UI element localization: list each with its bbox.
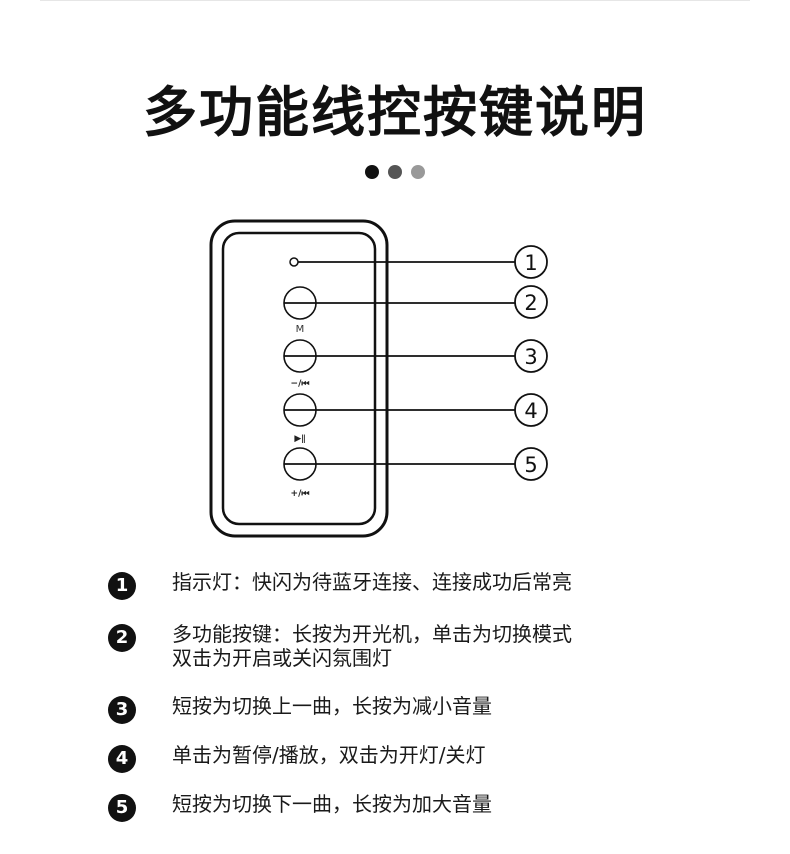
callout-1-number: 1 [524,251,537,275]
callout-3 [514,339,548,373]
list-item: 3 短按为切换上一曲，长按为减小音量 [108,694,708,743]
list-item: 4 单击为暂停/播放，双击为开灯/关灯 [108,743,708,792]
play-pause-icon: ▶ǁ [294,434,305,444]
next-volume-up-icon: +/⏮ [291,489,310,499]
pagination-dots [0,165,790,179]
mode-label: M [296,324,305,335]
dot-1 [365,165,379,179]
remote-diagram: 1 2 M 3 −/⏮ 4 ▶ǁ 5 +/⏮ [209,219,548,538]
description-line: 指示灯：快闪为待蓝牙连接、连接成功后常亮 [172,570,572,594]
dot-2 [388,165,402,179]
remote-inner-panel [221,231,377,526]
item-description: 短按为切换上一曲，长按为减小音量 [172,694,492,718]
list-item: 2 多功能按键：长按为开光机，单击为切换模式 双击为开启或关闪氛围灯 [108,622,708,694]
callout-2 [514,285,548,319]
callout-5 [514,447,548,481]
remote-outer-shell [209,219,389,538]
callout-4 [514,393,548,427]
description-line: 双击为开启或关闪氛围灯 [172,646,392,670]
top-divider [40,0,750,1]
badge-2: 2 [108,624,136,652]
callout-5-number: 5 [524,453,537,477]
callout-1 [514,245,548,279]
prev-volume-down-icon: −/⏮ [291,379,310,389]
badge-1: 1 [108,572,136,600]
item-description: 指示灯：快闪为待蓝牙连接、连接成功后常亮 [172,570,572,594]
badge-4: 4 [108,745,136,773]
callout-2-number: 2 [524,291,537,315]
page-title: 多功能线控按键说明 [143,81,647,144]
description-line: 单击为暂停/播放，双击为开灯/关灯 [172,743,486,767]
description-line: 短按为切换下一曲，长按为加大音量 [172,792,492,816]
item-description: 多功能按键：长按为开光机，单击为切换模式 双击为开启或关闪氛围灯 [172,622,572,670]
badge-3: 3 [108,696,136,724]
badge-5: 5 [108,794,136,822]
list-item: 1 指示灯：快闪为待蓝牙连接、连接成功后常亮 [108,570,708,622]
callout-4-number: 4 [524,399,537,423]
description-line: 多功能按键：长按为开光机，单击为切换模式 [172,622,572,646]
item-description: 单击为暂停/播放，双击为开灯/关灯 [172,743,485,767]
description-line: 短按为切换上一曲，长按为减小音量 [172,694,492,718]
callout-3-number: 3 [524,345,537,369]
list-item: 5 短按为切换下一曲，长按为加大音量 [108,792,708,832]
led-indicator-icon [289,257,299,267]
function-list: 1 指示灯：快闪为待蓝牙连接、连接成功后常亮 2 多功能按键：长按为开光机，单击… [108,570,708,832]
item-description: 短按为切换下一曲，长按为加大音量 [172,792,492,816]
dot-3 [411,165,425,179]
